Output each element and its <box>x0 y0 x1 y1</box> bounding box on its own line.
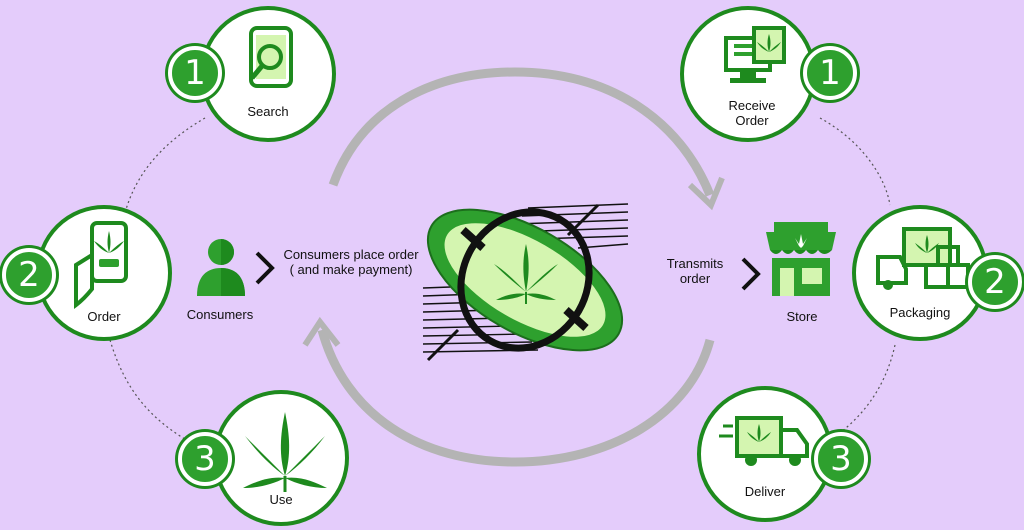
transmits-text: Transmits order <box>666 256 724 286</box>
use-label: Use <box>269 492 293 507</box>
center-logo <box>422 203 629 362</box>
storefront-icon <box>766 222 836 296</box>
hand-phone-leaf-icon <box>74 221 128 310</box>
receive-step-badge: 1 <box>803 46 857 100</box>
bottom-arrow-head <box>302 316 341 347</box>
center-leaf <box>494 244 558 304</box>
delivery-truck-icon <box>719 416 809 466</box>
receive-order-label: Receive Order <box>728 98 776 128</box>
packaging-step-badge: 2 <box>968 255 1022 309</box>
order-label: Order <box>87 309 121 324</box>
top-cycle-arrow <box>328 67 715 197</box>
packaging-node[interactable]: Packaging <box>852 205 988 341</box>
computer-leaf-box-icon <box>724 26 786 83</box>
left-dotted-arc <box>109 117 206 446</box>
search-step-node[interactable]: Search <box>200 6 336 142</box>
deliver-node[interactable]: Deliver <box>697 386 833 522</box>
search-label: Search <box>247 104 289 119</box>
chevron-right-icon <box>255 251 275 285</box>
deliver-step-badge: 3 <box>814 432 868 486</box>
deliver-label: Deliver <box>744 484 786 499</box>
search-step-badge: 1 <box>168 46 222 100</box>
use-step-badge: 3 <box>178 432 232 486</box>
use-step-node[interactable]: Use <box>213 390 349 526</box>
cannabis-leaf-icon <box>243 412 327 492</box>
receive-order-node[interactable]: Receive Order <box>680 6 816 142</box>
chevron-right-icon <box>741 257 761 291</box>
place-order-text: Consumers place order ( and make payment… <box>283 247 419 277</box>
top-arrow-head <box>687 176 725 211</box>
consumers-label: Consumers <box>186 307 254 322</box>
truck-boxes-icon <box>876 227 970 290</box>
bottom-cycle-arrow <box>317 328 715 467</box>
person-icon <box>197 239 245 296</box>
store-label: Store <box>786 309 818 324</box>
order-step-badge: 2 <box>2 248 56 302</box>
hatch-lines <box>422 203 629 353</box>
order-step-node[interactable]: Order <box>36 205 172 341</box>
phone-magnifier-icon <box>249 26 293 88</box>
packaging-label: Packaging <box>889 305 951 320</box>
